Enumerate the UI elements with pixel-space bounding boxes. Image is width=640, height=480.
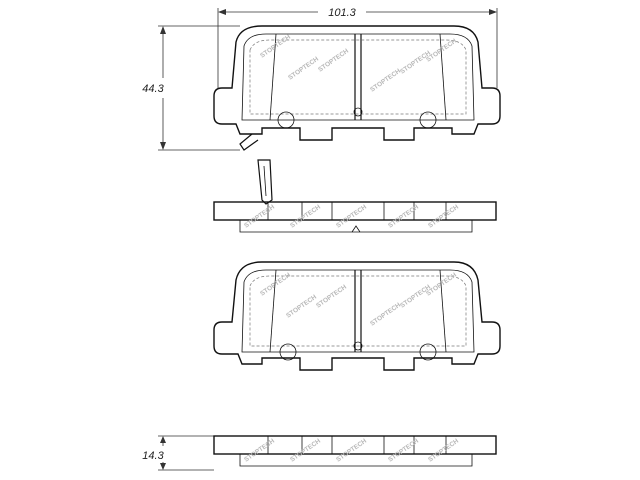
pad-edge-view-bottom [213,435,497,467]
height-dimension: 44.3 [142,25,240,151]
height-dimension-label: 44.3 [142,83,164,95]
pad-front-view-bottom [213,261,501,371]
pad-front-view-top [213,25,501,151]
thickness-dimension: 14.3 [142,435,214,471]
width-dimension: 101.3 [217,7,498,88]
thickness-dimension-label: 14.3 [142,450,164,462]
pad-edge-view-top [213,159,497,233]
width-dimension-label: 101.3 [328,7,356,19]
